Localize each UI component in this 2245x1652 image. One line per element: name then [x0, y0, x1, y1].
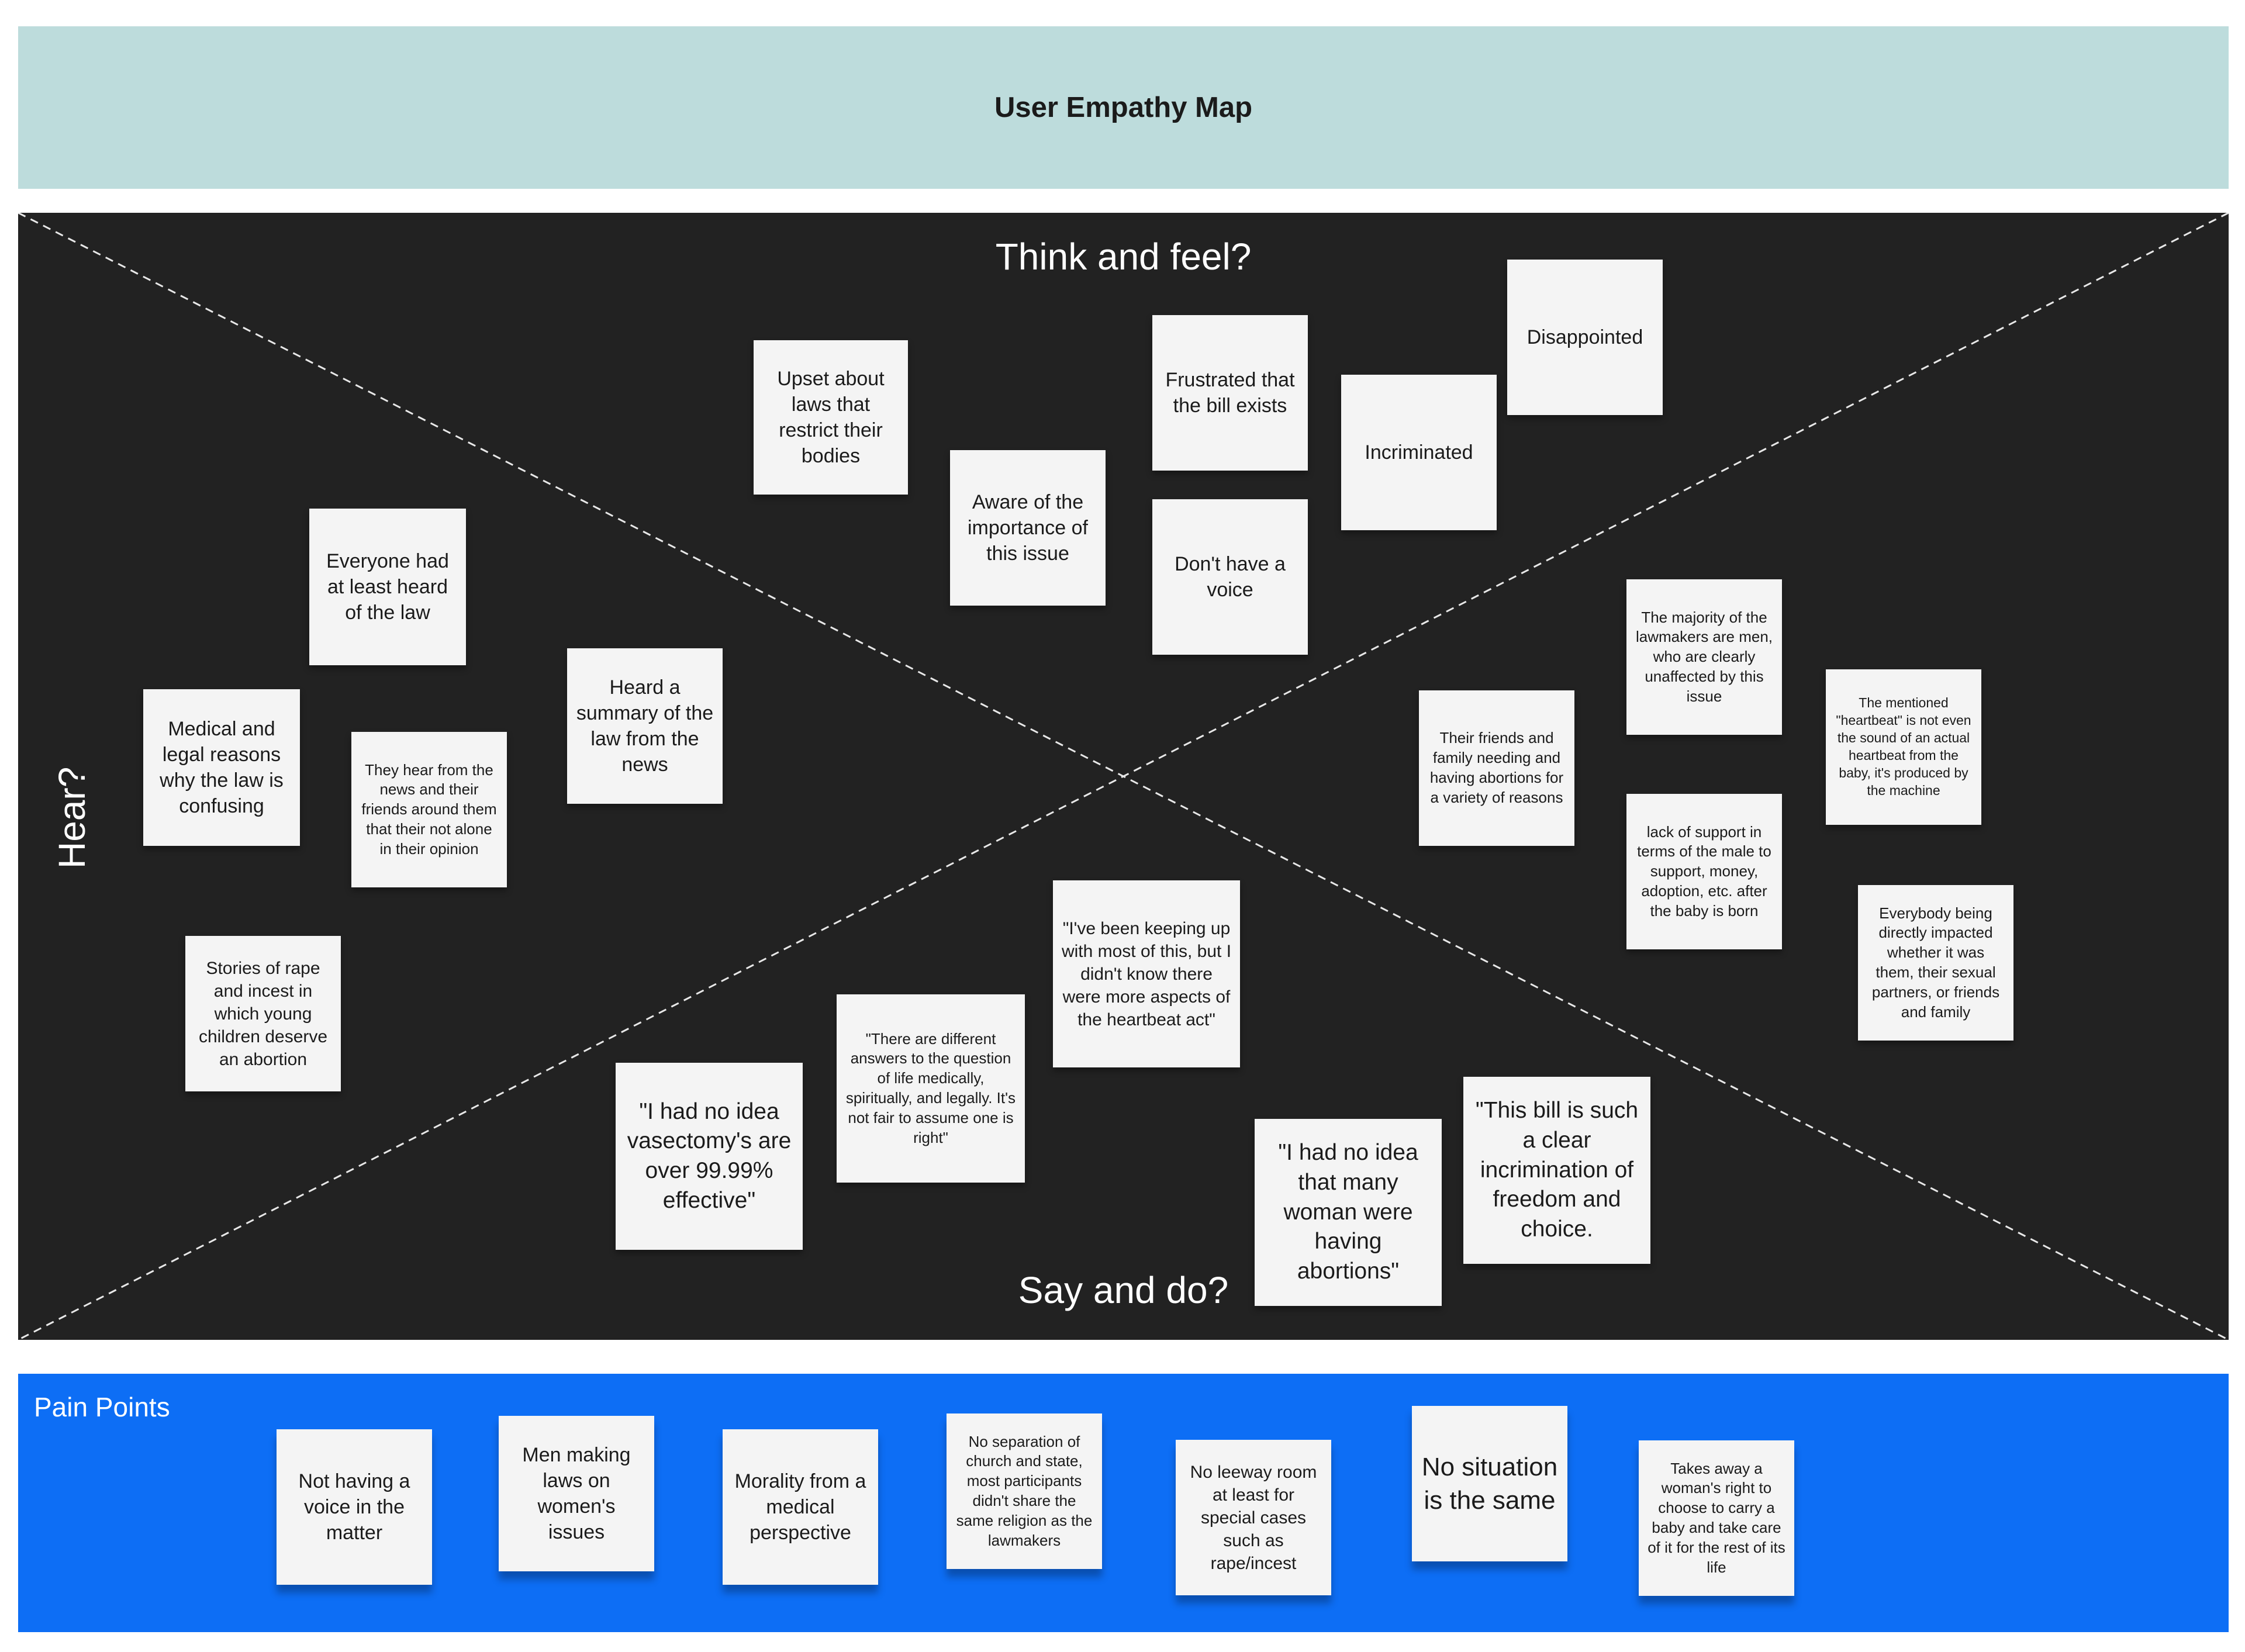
sticky-note[interactable]: lack of support in terms of the male to …	[1626, 794, 1782, 949]
sticky-note[interactable]: Morality from a medical perspective	[723, 1429, 878, 1585]
sticky-note[interactable]: Frustrated that the bill exists	[1152, 315, 1308, 471]
quadrant-diagonals	[18, 213, 2229, 1340]
page-title: User Empathy Map	[994, 92, 1253, 123]
sticky-note[interactable]: "This bill is such a clear incrimination…	[1463, 1077, 1650, 1264]
hear-label: Hear?	[51, 766, 93, 869]
header-banner: User Empathy Map	[18, 26, 2229, 189]
sticky-note[interactable]: Stories of rape and incest in which youn…	[185, 936, 341, 1091]
sticky-note[interactable]: "There are different answers to the ques…	[837, 994, 1025, 1183]
empathy-board: Think and feel? Say and do? Hear? Upset …	[18, 213, 2229, 1340]
sticky-note[interactable]: No situation is the same	[1412, 1406, 1567, 1561]
sticky-note[interactable]: Takes away a woman's right to choose to …	[1639, 1440, 1794, 1596]
think-feel-label: Think and feel?	[995, 236, 1252, 278]
sticky-note[interactable]: Aware of the importance of this issue	[950, 450, 1106, 606]
sticky-note[interactable]: Their friends and family needing and hav…	[1419, 690, 1574, 846]
sticky-note[interactable]: Upset about laws that restrict their bod…	[754, 340, 908, 495]
sticky-note[interactable]: Everyone had at least heard of the law	[309, 509, 466, 665]
sticky-note[interactable]: "I've been keeping up with most of this,…	[1053, 880, 1240, 1067]
sticky-note[interactable]: Disappointed	[1507, 260, 1663, 415]
sticky-note[interactable]: The mentioned "heartbeat" is not even th…	[1826, 669, 1981, 825]
sticky-note[interactable]: The majority of the lawmakers are men, w…	[1626, 579, 1782, 735]
pain-points-panel: Pain Points Not having a voice in the ma…	[18, 1374, 2229, 1632]
sticky-note[interactable]: Everybody being directly impacted whethe…	[1858, 885, 2013, 1041]
sticky-note[interactable]: "I had no idea that many woman were havi…	[1255, 1119, 1442, 1306]
sticky-note[interactable]: No leeway room at least for special case…	[1176, 1440, 1331, 1595]
say-do-label: Say and do?	[1018, 1269, 1229, 1311]
diagonal-line-2	[18, 213, 2229, 1340]
sticky-note[interactable]: "I had no idea vasectomy's are over 99.9…	[616, 1063, 803, 1250]
sticky-note[interactable]: Incriminated	[1341, 375, 1497, 530]
sticky-note[interactable]: Not having a voice in the matter	[277, 1429, 432, 1585]
pain-points-title: Pain Points	[34, 1392, 170, 1422]
sticky-note[interactable]: Don't have a voice	[1152, 499, 1308, 655]
sticky-note[interactable]: No separation of church and state, most …	[947, 1413, 1102, 1569]
sticky-note[interactable]: Heard a summary of the law from the news	[567, 648, 723, 804]
sticky-note[interactable]: Men making laws on women's issues	[499, 1416, 654, 1571]
sticky-note[interactable]: Medical and legal reasons why the law is…	[143, 689, 300, 846]
sticky-note[interactable]: They hear from the news and their friend…	[351, 732, 507, 887]
